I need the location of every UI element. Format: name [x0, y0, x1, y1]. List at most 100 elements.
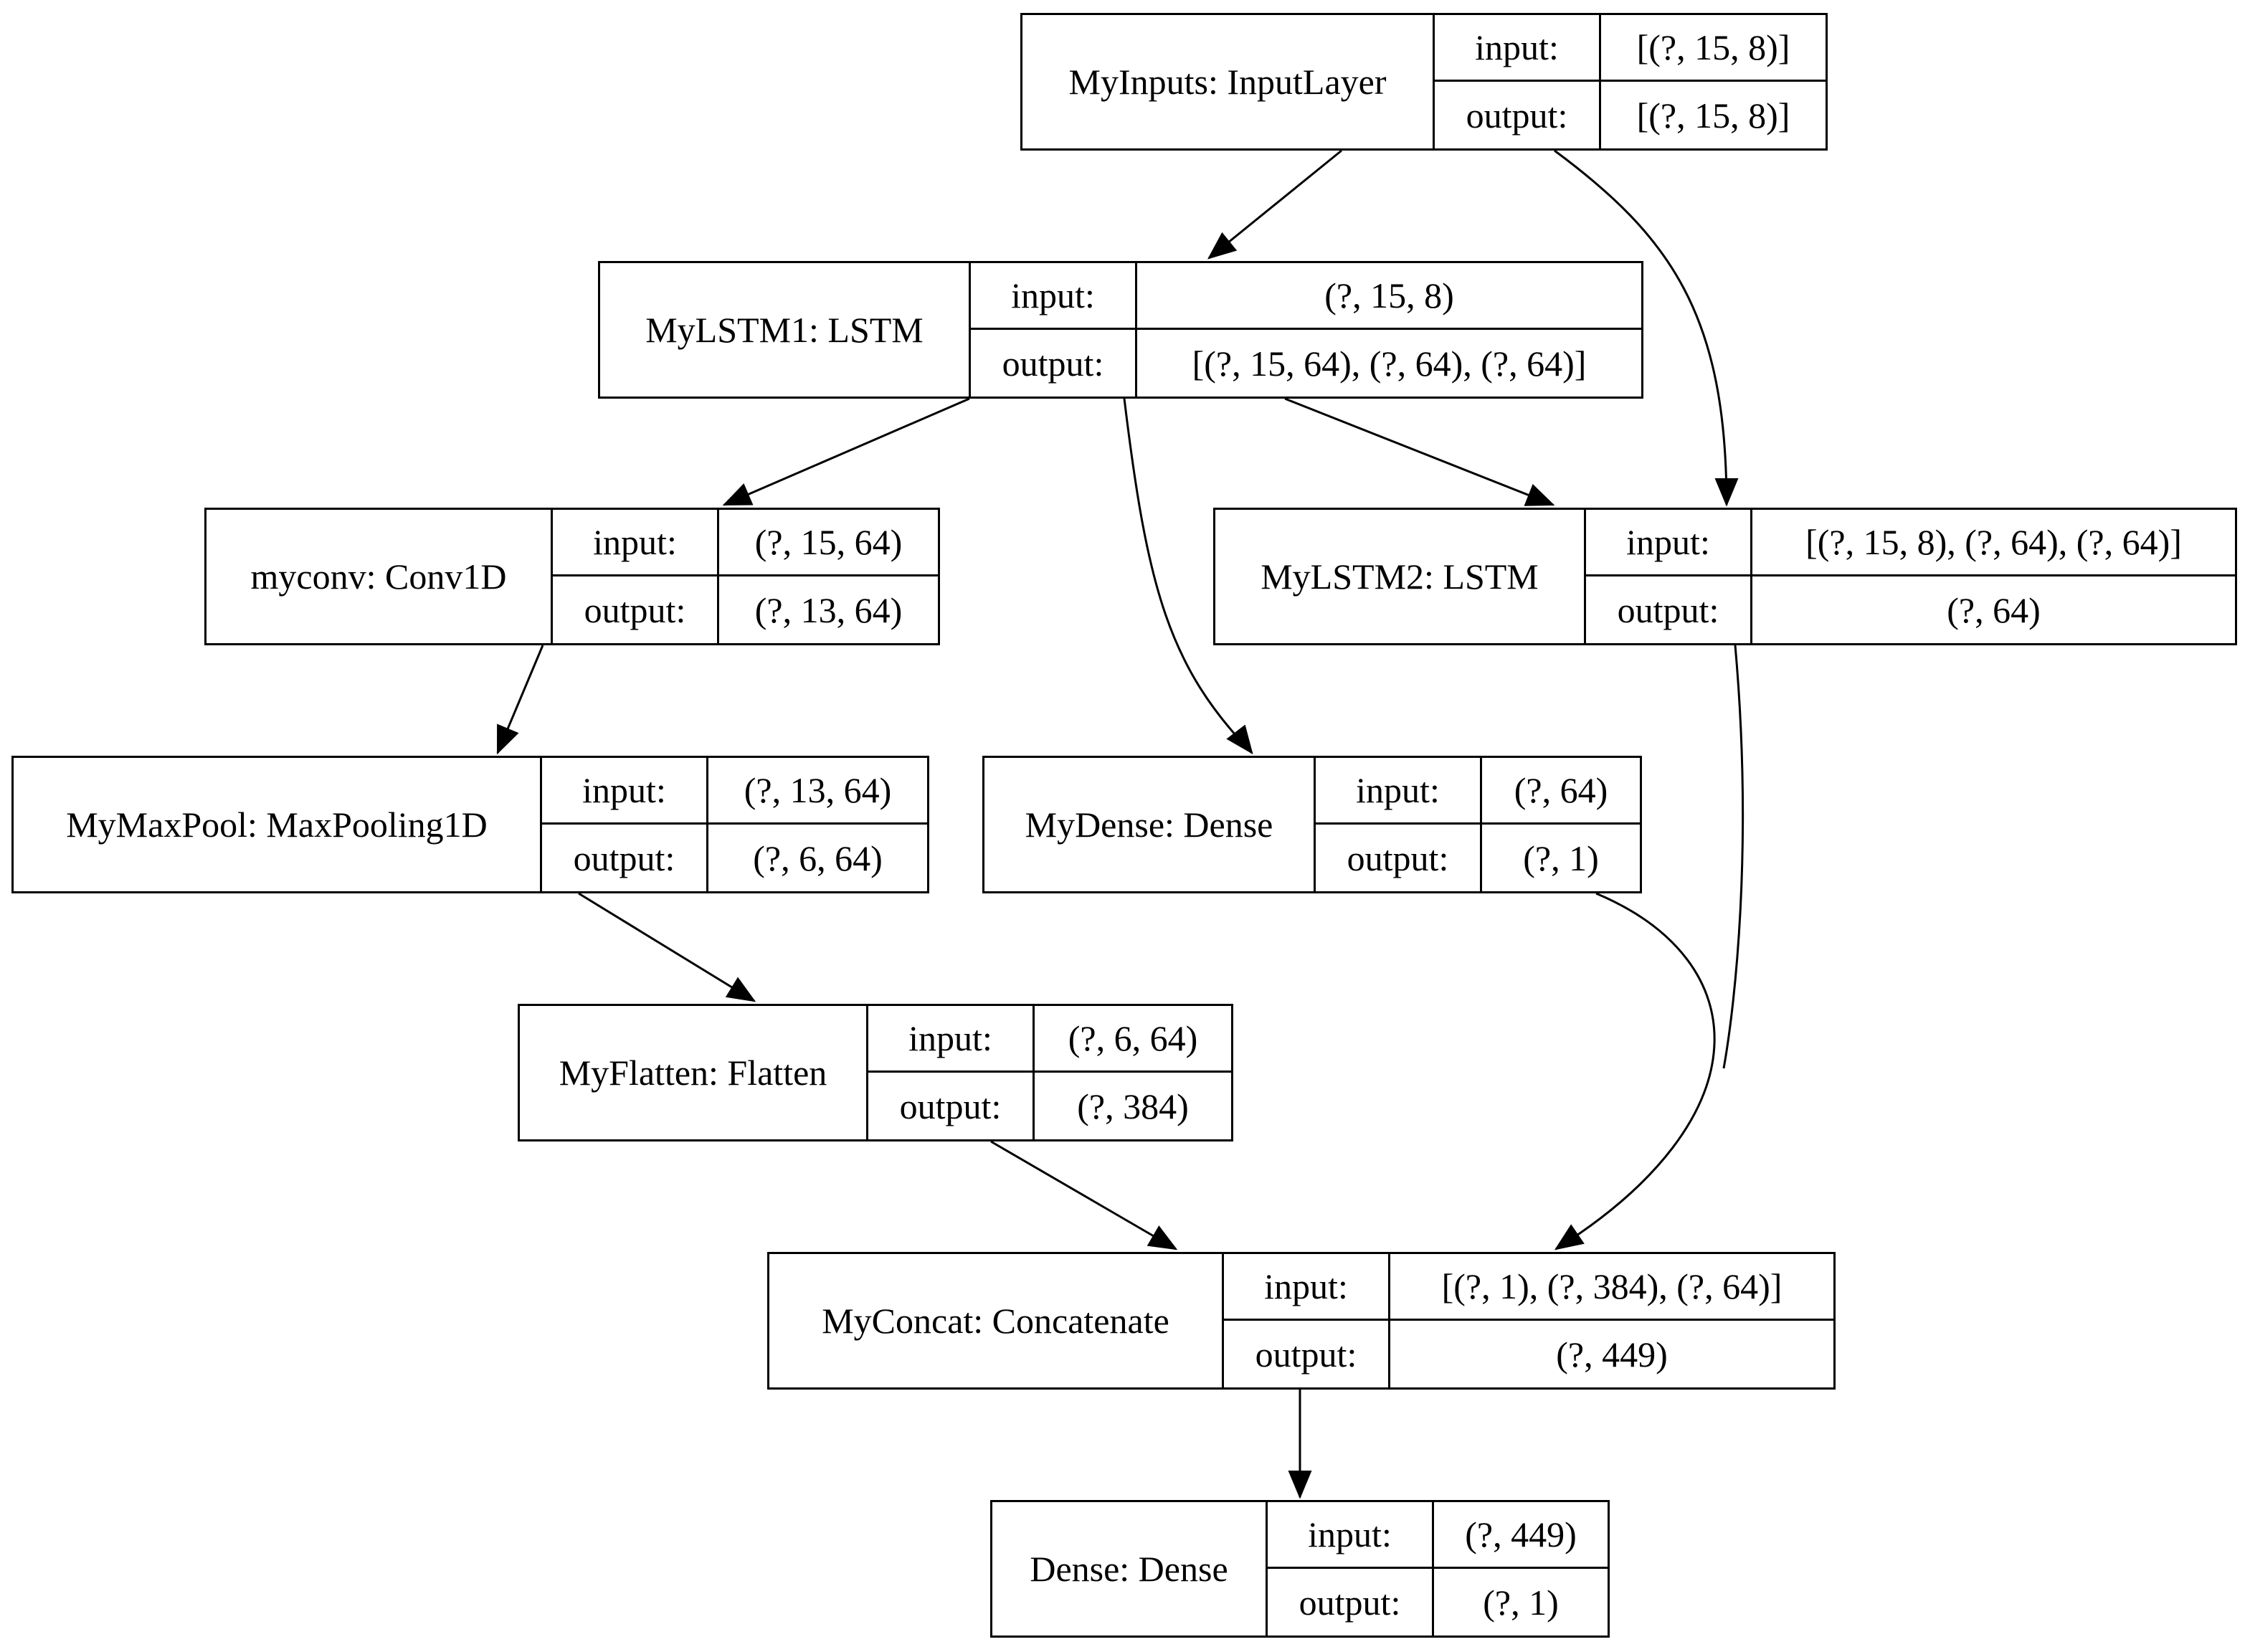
layer-name: MyFlatten: Flatten: [520, 1006, 868, 1139]
arrowhead-5: [496, 723, 519, 755]
output-row: output:(?, 1): [1268, 1569, 1608, 1636]
output-label: output:: [1586, 576, 1752, 643]
layer-name: MyInputs: InputLayer: [1022, 15, 1435, 148]
input-shape: [(?, 1), (?, 384), (?, 64)]: [1441, 1266, 1783, 1306]
output-shape: [(?, 15, 8)]: [1636, 95, 1790, 136]
layer-name: MyMaxPool: MaxPooling1D: [14, 758, 542, 891]
input-shape: (?, 15, 64): [754, 522, 903, 562]
output-shape: (?, 13, 64): [754, 589, 903, 630]
output-label: output:: [1316, 825, 1482, 891]
edge-mylstm2-to-myconcat: [1722, 645, 1745, 1069]
input-row: input: (?, 64): [1316, 758, 1640, 825]
output-label: output:: [1224, 1321, 1390, 1387]
output-shape: (?, 449): [1556, 1334, 1668, 1375]
output-row: output: (?, 384): [868, 1073, 1231, 1139]
edge-myflatten-to-myconcat: [990, 1140, 1177, 1250]
layer-io-table: input: [(?, 15, 8)] output: [(?, 15, 8)]: [1435, 15, 1826, 148]
input-label: input:: [542, 758, 708, 822]
arrowhead-6: [725, 977, 756, 1002]
input-row: input: [(?, 15, 8)]: [1435, 15, 1826, 82]
input-row: input: [(?, 15, 8), (?, 64), (?, 64)]: [1586, 510, 2235, 576]
arrowhead-1: [1714, 478, 1739, 507]
output-shape: (?, 1): [1483, 1582, 1559, 1623]
input-label: input:: [1316, 758, 1482, 822]
input-shape: [(?, 15, 8)]: [1636, 27, 1790, 67]
input-label: input:: [1268, 1502, 1434, 1567]
input-row: input:(?, 6, 64): [868, 1006, 1231, 1073]
output-label: output:: [971, 330, 1137, 397]
input-label: input:: [1586, 510, 1752, 574]
output-shape: [(?, 15, 64), (?, 64), (?, 64)]: [1192, 343, 1587, 384]
output-label: output:: [868, 1073, 1035, 1139]
input-row: input: (?, 15, 8): [971, 263, 1641, 330]
output-label: output:: [1435, 82, 1601, 148]
input-label: input:: [1224, 1254, 1390, 1319]
layer-name: MyLSTM1: LSTM: [600, 263, 971, 397]
input-shape: [(?, 15, 8), (?, 64), (?, 64)]: [1805, 522, 2182, 562]
edge-mymaxpool-to-myflatten: [578, 892, 755, 1002]
input-label: input:: [971, 263, 1137, 328]
arrowhead-2: [722, 483, 754, 506]
output-shape: (?, 6, 64): [753, 837, 883, 878]
edge-mylstm1-to-myconv: [723, 397, 970, 506]
arrowhead-9: [1288, 1471, 1312, 1499]
arrowhead-4: [1524, 484, 1555, 506]
input-label: input:: [553, 510, 719, 574]
layer-name: MyLSTM2: LSTM: [1215, 510, 1586, 643]
output-label: output:: [553, 576, 719, 643]
output-row: output: (?, 449): [1224, 1321, 1833, 1387]
layer-name: Dense: Dense: [992, 1502, 1268, 1636]
output-label: output:: [542, 825, 708, 891]
edge-myinputs-to-mylstm2: [1554, 149, 1728, 505]
input-row: input: [(?, 1), (?, 384), (?, 64)]: [1224, 1254, 1833, 1321]
arrowhead-3: [1226, 724, 1253, 755]
output-row: output: (?, 6, 64): [542, 825, 927, 891]
input-shape: (?, 64): [1514, 770, 1608, 810]
layer-name: MyDense: Dense: [984, 758, 1316, 891]
output-shape: (?, 384): [1077, 1086, 1189, 1126]
output-shape: (?, 1): [1523, 837, 1599, 878]
input-row: input: (?, 13, 64): [542, 758, 927, 825]
input-label: input:: [1435, 15, 1601, 80]
input-row: input: (?, 449): [1268, 1502, 1608, 1569]
edge-mylstm1-to-mydense: [1123, 398, 1253, 754]
edge-mylstm1-to-mylstm2: [1284, 397, 1554, 506]
layer-io-table: input:(?, 6, 64)output: (?, 384): [868, 1006, 1231, 1139]
output-row: output: (?, 13, 64): [553, 576, 938, 643]
edge-mydense-to-myconcat: [1555, 892, 1716, 1250]
layer-name: MyConcat: Concatenate: [769, 1254, 1224, 1387]
layer-io-table: input: (?, 15, 8) output: [(?, 15, 64), (?,…: [971, 263, 1641, 397]
output-row: output: (?, 1): [1316, 825, 1640, 891]
input-shape: (?, 449): [1465, 1514, 1577, 1554]
output-row: output: [(?, 15, 64), (?, 64), (?, 64)]: [971, 330, 1641, 397]
output-shape: (?, 64): [1947, 589, 2041, 630]
input-shape: (?, 6, 64): [1068, 1018, 1198, 1058]
layer-io-table: input: (?, 13, 64) output: (?, 6, 64): [542, 758, 927, 891]
edge-myinputs-to-mylstm1: [1208, 149, 1342, 260]
input-row: input: (?, 15, 64): [553, 510, 938, 576]
output-row: output: (?, 64): [1586, 576, 2235, 643]
layer-io-table: input: (?, 15, 64) output: (?, 13, 64): [553, 510, 938, 643]
layer-io-table: input: (?, 449) output:(?, 1): [1268, 1502, 1608, 1636]
layer-io-table: input: [(?, 1), (?, 384), (?, 64)] output:…: [1224, 1254, 1833, 1387]
arrowhead-0: [1207, 232, 1238, 260]
layer-io-table: input: (?, 64) output: (?, 1): [1316, 758, 1640, 891]
input-shape: (?, 15, 8): [1324, 275, 1454, 315]
arrowhead-8: [1554, 1224, 1585, 1250]
output-row: output: [(?, 15, 8)]: [1435, 82, 1826, 148]
arrowhead-7: [1147, 1225, 1178, 1250]
layer-io-table: input: [(?, 15, 8), (?, 64), (?, 64)] outp…: [1586, 510, 2235, 643]
layer-name: myconv: Conv1D: [207, 510, 553, 643]
input-shape: (?, 13, 64): [744, 770, 892, 810]
